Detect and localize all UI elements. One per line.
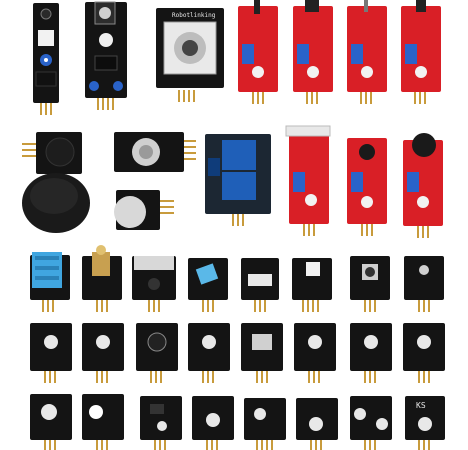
small-module [30,394,72,450]
small-module [140,396,182,450]
small-module [403,323,445,383]
tilt-switch-module [188,258,228,312]
rgb-led-module [292,258,332,312]
big-mic-sensor-module [403,133,443,238]
buzzer-module [22,132,82,174]
ir-sensor-module [33,3,59,115]
small-module [244,398,286,450]
joystick-cap [22,173,90,233]
small-module [192,396,234,450]
small-module [188,323,230,383]
small-module [82,394,124,450]
temp-humidity-module [30,252,70,312]
svg-text:Robotlinking: Robotlinking [172,12,216,19]
small-module-row-2 [30,323,445,383]
rotary-encoder-module [114,132,196,172]
small-module [30,323,72,383]
photo-interrupter-module [241,258,279,312]
small-module-row-1 [30,245,444,312]
reed-switch-module [285,125,331,236]
small-module [82,323,124,383]
passive-buzzer-module [114,190,174,230]
relay-module [205,134,271,226]
small-module [241,323,283,383]
small-module [350,396,392,450]
small-module [296,398,338,450]
joystick-module: Robotlinking [156,8,224,102]
red-sensor-module-1 [238,0,278,104]
button-module [350,256,390,312]
small-module [136,323,178,383]
ir-obstacle-module [85,1,127,110]
small-module: KS [405,396,445,450]
small-module [350,323,392,383]
red-sensor-module-2 [293,0,333,104]
small-module-row-3: KS [30,394,445,450]
laser-module [82,245,122,312]
red-sensor-module-4 [401,0,441,104]
hall-sensor-module [404,256,444,312]
small-module [294,323,336,383]
red-sensor-module-3 [347,0,387,104]
ks-silk-label: KS [416,401,426,410]
mic-sensor-module [347,138,387,236]
light-cup-module [132,256,176,312]
